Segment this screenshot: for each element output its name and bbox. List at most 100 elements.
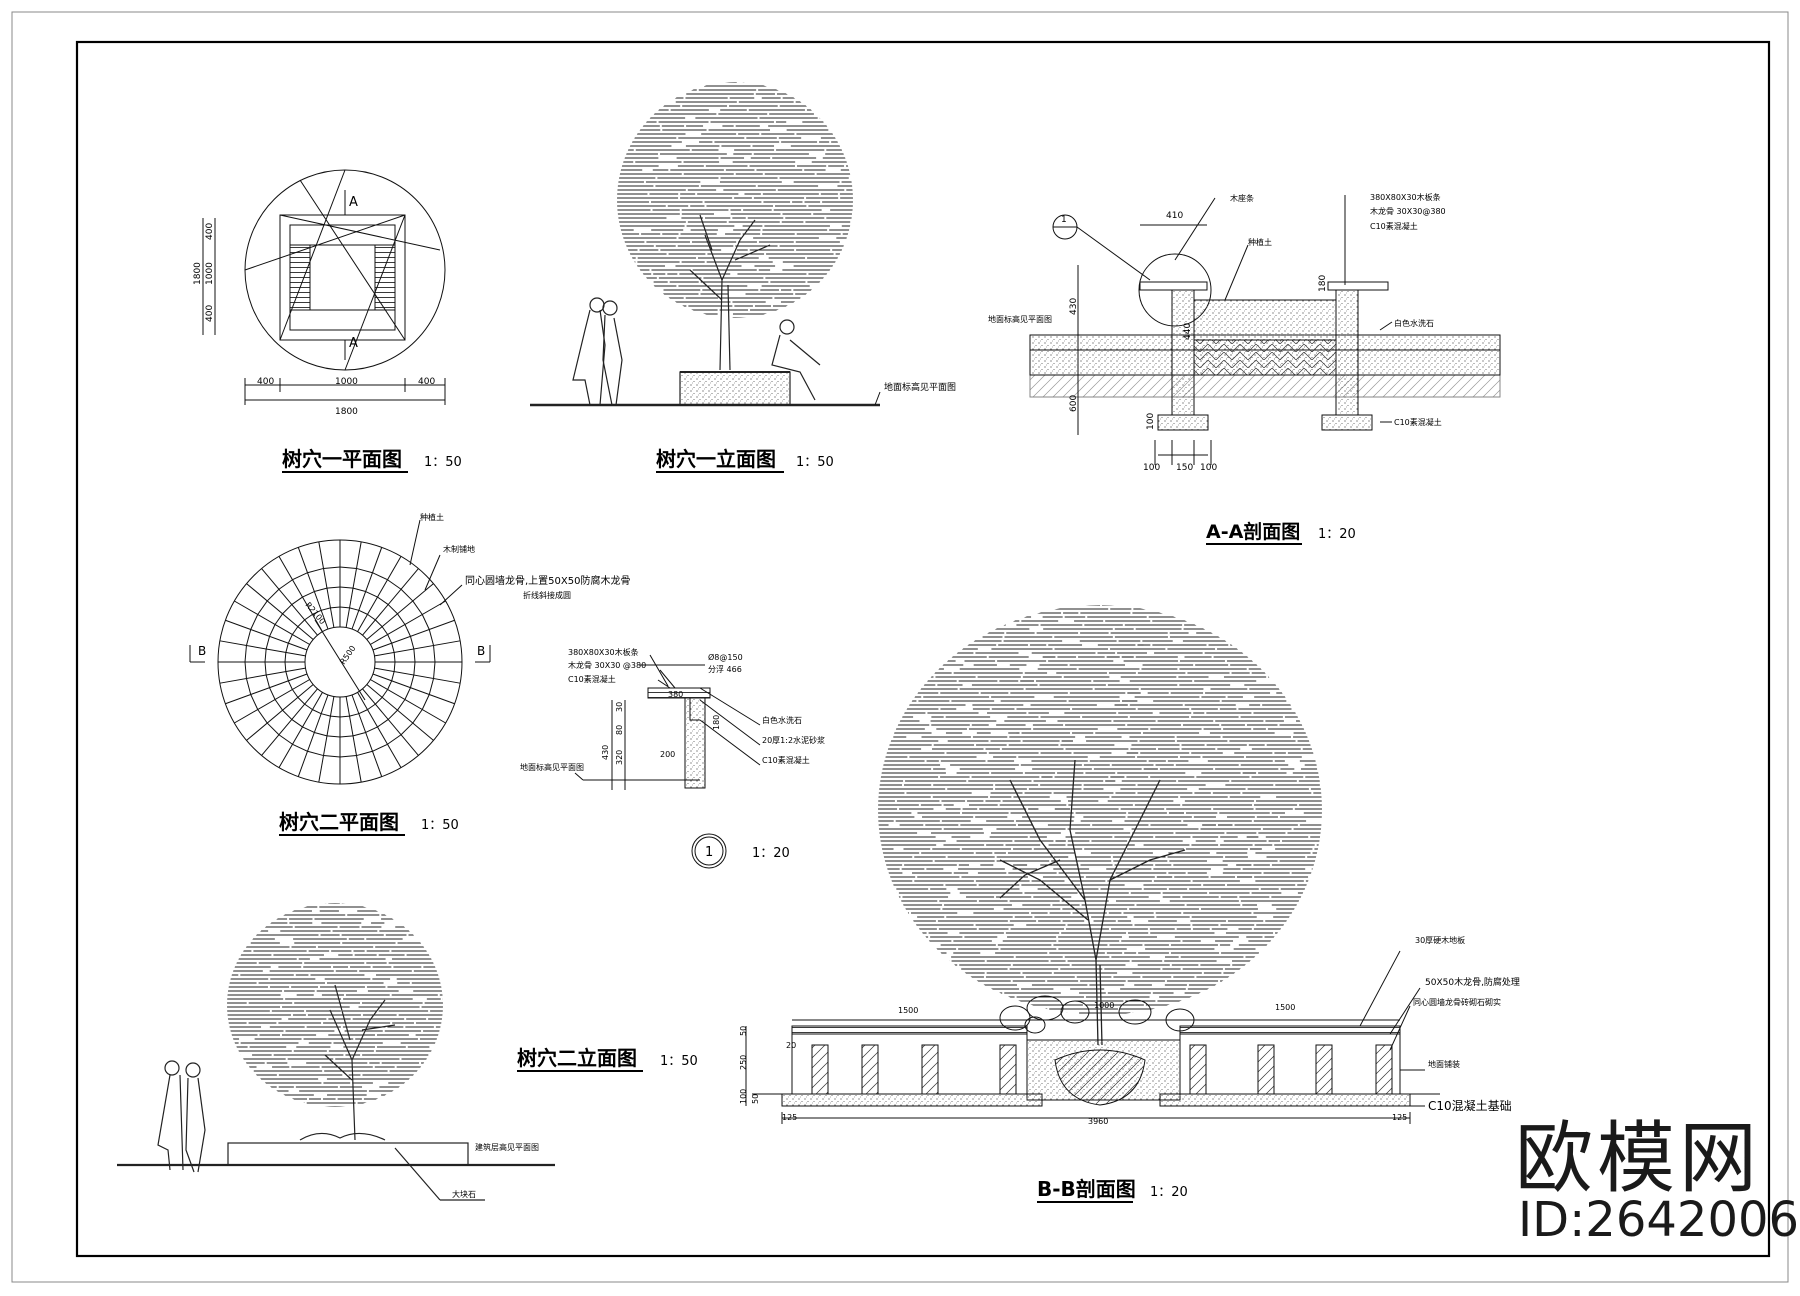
plan1-section-mark-top: A [349,195,358,210]
paving-ring-segment [291,626,299,635]
detail1-note-t2: 分浮 466 [708,664,742,674]
detail1-dim-6: 200 [660,750,675,759]
paving-radial-line [261,568,318,636]
paving-ring-segment [412,709,423,724]
paving-ring-segment [339,755,357,758]
paving-radial-line [297,547,329,630]
paving-ring-segment [323,755,341,758]
plan1-dim-b2: 1000 [335,377,358,387]
plan1-dim-total-l: 1800 [193,262,203,285]
paving-ring-segment [409,636,415,650]
detail1-note-l2: 木龙骨 30X30 @380 [568,660,646,670]
paving-ring-segment [387,579,402,590]
paving-ring-segment [269,624,276,637]
secaa-note-right-1: 380X80X30木板条 [1370,192,1441,202]
paving-ring-segment [409,674,415,688]
plan2-note-4: 折线斜接成圆 [523,590,571,600]
paving-ring-segment [339,566,357,569]
detail1-note-ground: 地面标高见平面图 [520,762,584,772]
paving-ring-segment [291,719,303,728]
paving-ring-segment [284,661,287,672]
model-id: ID:2642006 [1518,1192,1800,1248]
paving-ring-segment [326,586,341,589]
secbb-dim-b-3: 125 [1392,1113,1407,1122]
paving-ring-segment [367,613,376,621]
paving-ring-segment [387,634,393,644]
plan-2-drawing [189,519,491,785]
paving-ring-segment [356,567,373,574]
paving-ring-segment [358,709,368,715]
paving-ring-segment [291,596,303,605]
paving-ring-segment [352,731,366,737]
secbb-dim-l-5: 50 [751,1094,760,1104]
secaa-scale: 1：20 [1318,527,1356,542]
paving-ring-segment [291,689,299,698]
paving-ring-segment [323,566,341,569]
paving-radial-line [345,696,362,783]
secaa-dim-top: 410 [1166,211,1183,221]
paving-ring-segment [365,591,378,598]
paving-ring-segment [387,604,398,615]
paving-radial-line [357,556,402,632]
paving-ring-segment [356,750,373,757]
paving-ring-segment [339,586,354,589]
paving-ring-segment [393,661,396,672]
paving-ring-segment [269,687,276,700]
detail1-note-t1: Ø8@150 [708,652,743,662]
detail1-number: 1 [705,845,713,860]
paving-ring-segment [397,613,406,625]
paving-radial-line [278,556,323,632]
paving-ring-segment [339,715,350,718]
secbb-dim-l-3: 250 [739,1055,748,1070]
paving-ring-segment [264,661,267,676]
paving-ring-segment [404,687,411,700]
paving-ring-segment [352,587,366,593]
plan1-dim-b1: 400 [257,377,274,387]
secaa-dim-h2: 150 [1176,463,1193,473]
paving-ring-segment [326,735,341,738]
paving-ring-segment [257,600,268,615]
paving-ring-segment [413,661,416,676]
secbb-dim-top-2: 1000 [1094,1001,1114,1010]
paving-ring-segment [377,596,389,605]
paving-ring-segment [285,643,289,653]
secaa-note-right-3: C10素混凝土 [1370,221,1418,231]
detail1-dim-1: 380 [668,690,683,699]
paving-ring-segment [314,731,328,737]
secbb-title: B-B剖面图 [1037,1177,1136,1201]
elev2-note-1: 建筑层高见平面图 [475,1142,539,1152]
detail1-dim-3: 80 [615,725,624,735]
paving-ring-segment [397,699,406,711]
plan2-scale: 1：50 [421,818,459,833]
paving-ring-segment [278,579,293,590]
paving-ring-segment [297,619,306,628]
elev2-scale: 1：50 [660,1054,698,1069]
secbb-dim-l-4: 100 [739,1089,748,1104]
section-aa-drawing [1029,195,1501,465]
elev1-scale: 1：50 [796,455,834,470]
paving-ring-segment [413,648,416,663]
paving-radial-line [351,694,383,777]
plan1-dim-l3: 400 [205,305,215,322]
paving-ring-segment [314,587,328,593]
paving-radial-line [246,583,314,640]
plan2-note-1: 种植土 [420,512,444,522]
secaa-dim-v4: 100 [1146,413,1156,430]
detail1-note-r3: C10素混凝土 [762,755,810,765]
paving-radial-line [261,688,318,756]
paving-radial-line [219,640,306,657]
paving-ring-segment [387,734,402,745]
paving-ring-segment [387,709,398,720]
secaa-dim-v2: 440 [1183,323,1193,340]
elevation-1-drawing [530,82,881,407]
paving-radial-line [366,583,434,640]
paving-radial-line [362,568,419,636]
paving-ring-segment [428,678,435,695]
paving-ring-segment [377,719,389,728]
paving-ring-segment [428,629,435,646]
paving-radial-line [297,694,329,777]
paving-ring-segment [312,709,322,715]
secaa-note-base: C10素混凝土 [1394,417,1442,427]
secaa-note-stone: 白色水洗石 [1394,318,1434,328]
elev2-note-2: 大块石 [452,1189,476,1199]
